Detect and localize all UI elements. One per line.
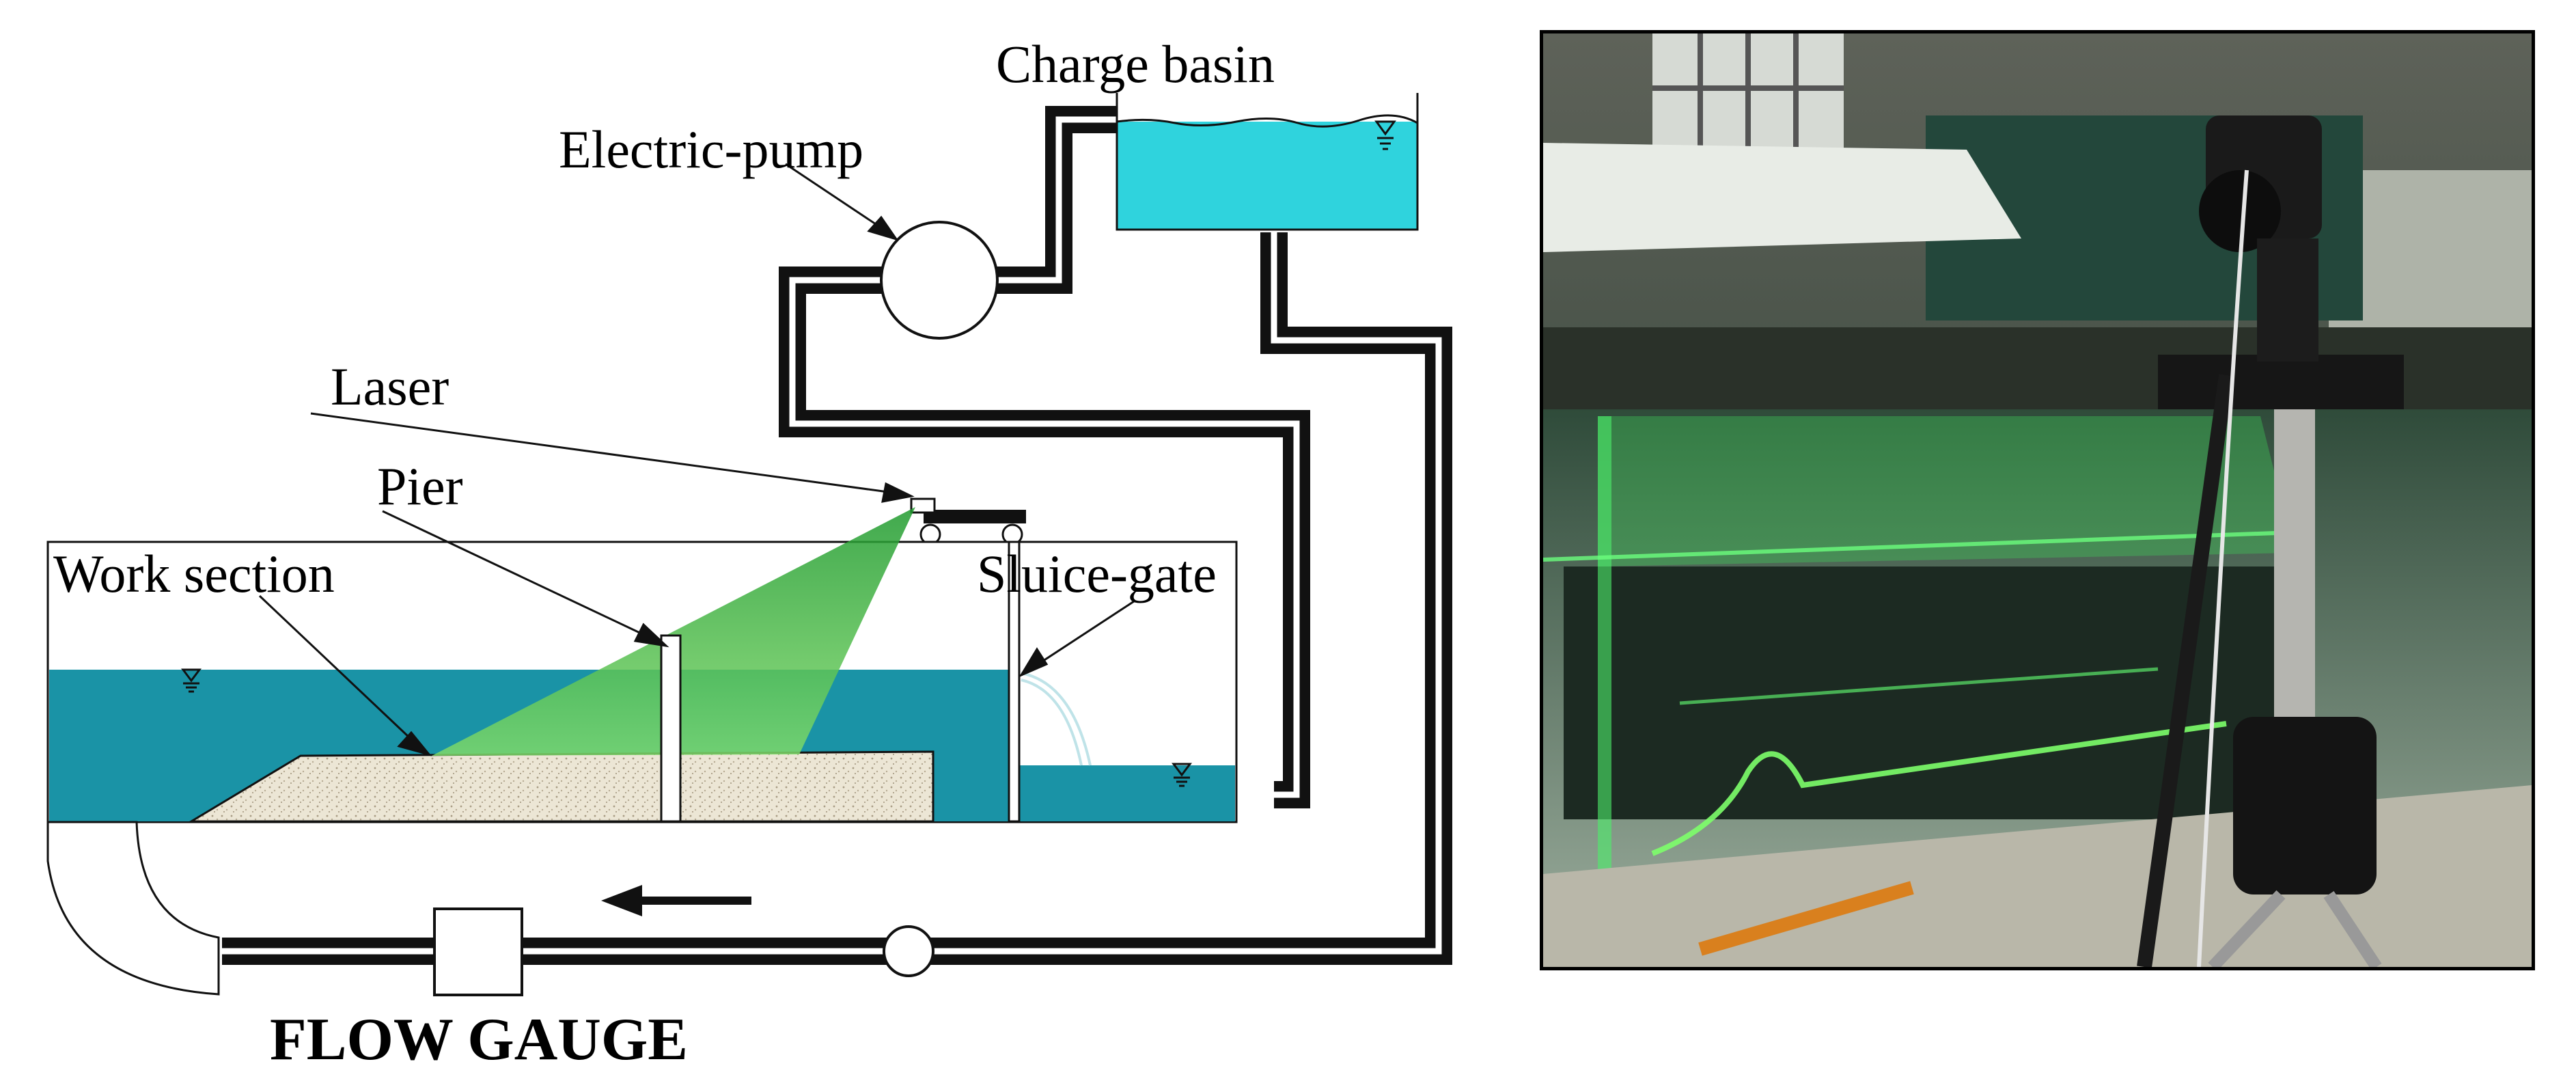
label-flow-gauge: FLOW GAUGE (270, 1007, 688, 1073)
pier (660, 634, 682, 823)
flow-gauge (433, 907, 523, 996)
charge-basin (1116, 93, 1419, 231)
valve (883, 925, 934, 977)
downstream-water (1019, 765, 1235, 821)
laser-sheet (432, 507, 915, 756)
outlet-bend (46, 821, 220, 996)
label-electric-pump: Electric-pump (559, 120, 863, 179)
label-laser: Laser (331, 357, 449, 416)
lab-photograph (1540, 30, 2535, 970)
work-section (46, 507, 1238, 823)
flow-direction-arrow (601, 885, 751, 916)
label-sluice-gate: Sluice-gate (977, 544, 1217, 603)
water-level-icon (1374, 120, 1396, 150)
water-level-icon (181, 668, 202, 693)
label-pier: Pier (377, 456, 463, 516)
label-work-section: Work section (53, 544, 335, 603)
electric-pump (880, 221, 999, 340)
label-charge-basin: Charge basin (996, 34, 1275, 94)
sediment-bed (187, 750, 934, 823)
pipe-network (222, 106, 1452, 965)
water-level-icon (1172, 763, 1192, 787)
leader-lines (258, 163, 1135, 756)
sluice-gate (1008, 541, 1021, 823)
flume-schematic: Charge basin Electric-pump Laser Pier Wo… (46, 34, 1452, 1073)
laser-trolley (910, 497, 1026, 545)
pipe-pump-to-basin (994, 106, 1117, 294)
